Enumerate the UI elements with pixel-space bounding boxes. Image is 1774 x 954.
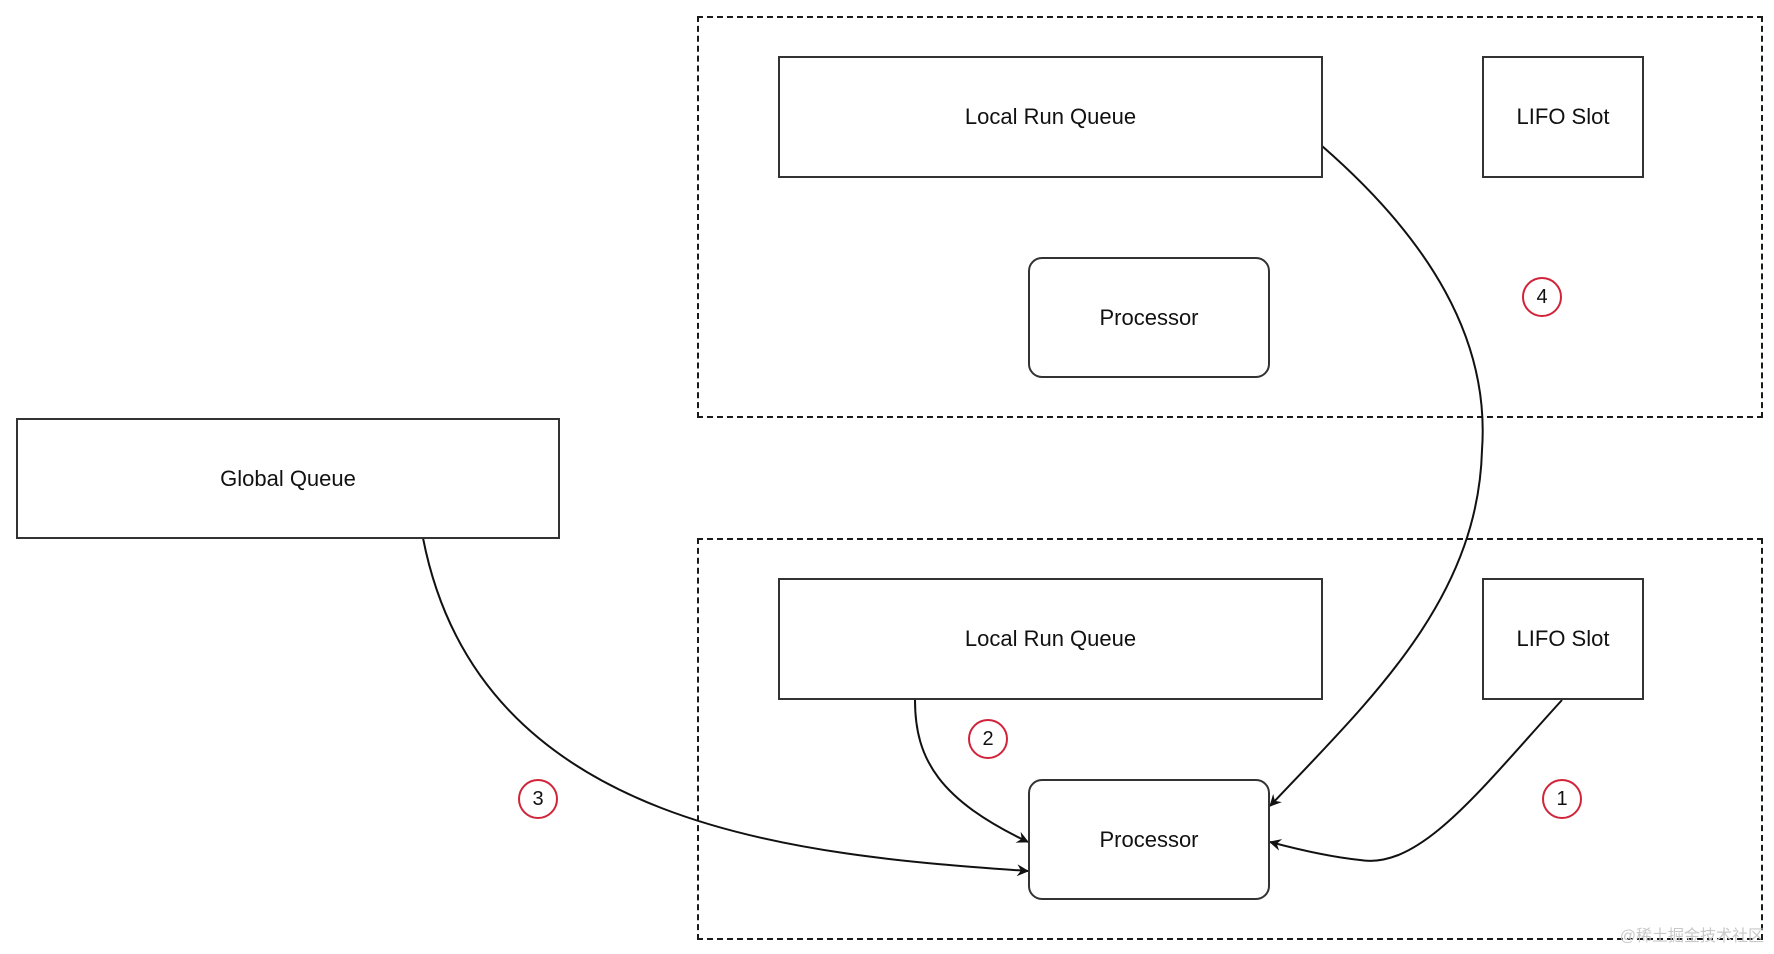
top-processor-label: Processor <box>1099 304 1199 330</box>
bottom-lifo-slot: LIFO Slot <box>1482 578 1644 700</box>
top-processor: Processor <box>1028 257 1270 378</box>
global-queue: Global Queue <box>16 418 560 539</box>
top-processor-group <box>697 16 1763 418</box>
bottom-processor: Processor <box>1028 779 1270 900</box>
step-badge-2: 2 <box>968 719 1008 759</box>
top-local-run-queue: Local Run Queue <box>778 56 1323 178</box>
step-badge-3-number: 3 <box>532 787 544 810</box>
step-badge-4: 4 <box>1522 277 1562 317</box>
step-badge-1: 1 <box>1542 779 1582 819</box>
step-badge-3: 3 <box>518 779 558 819</box>
step-badge-4-number: 4 <box>1536 285 1548 308</box>
bottom-processor-label: Processor <box>1099 826 1199 852</box>
bottom-lifo-slot-label: LIFO Slot <box>1516 626 1610 651</box>
watermark-text: @稀土掘金技术社区 <box>1619 928 1764 945</box>
bottom-local-run-queue-label: Local Run Queue <box>964 626 1137 651</box>
step-badge-1-number: 1 <box>1556 787 1568 810</box>
top-lifo-slot-label: LIFO Slot <box>1516 104 1610 129</box>
global-queue-label: Global Queue <box>220 465 356 491</box>
bottom-local-run-queue: Local Run Queue <box>778 578 1323 700</box>
top-lifo-slot: LIFO Slot <box>1482 56 1644 178</box>
top-local-run-queue-label: Local Run Queue <box>964 104 1137 129</box>
step-badge-2-number: 2 <box>982 727 994 750</box>
